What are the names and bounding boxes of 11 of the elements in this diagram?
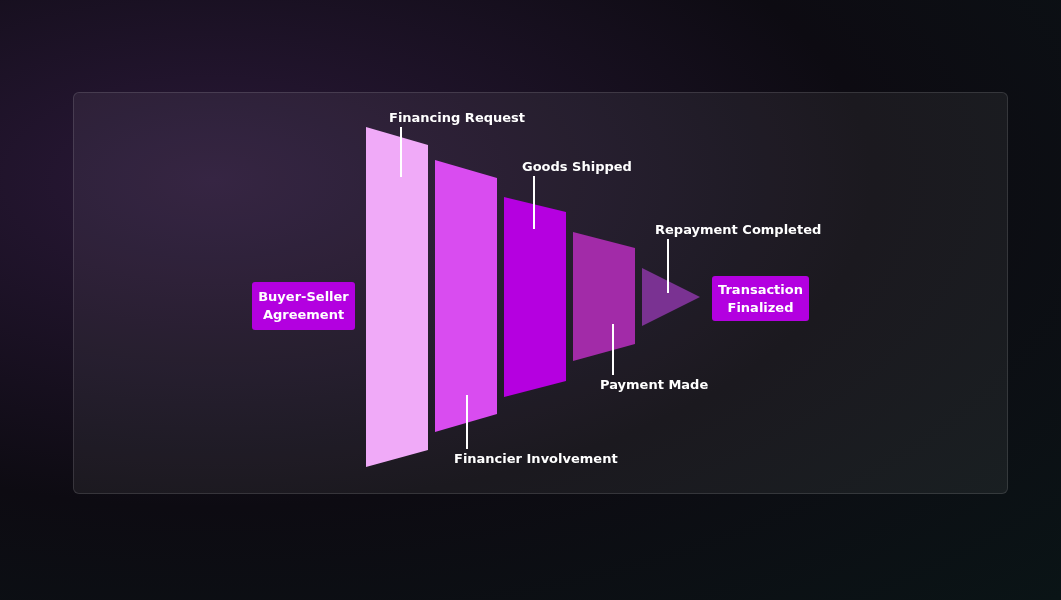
leader-line bbox=[533, 175, 535, 230]
stage-label: Goods Shipped bbox=[522, 159, 632, 174]
stage-label: Repayment Completed bbox=[655, 222, 822, 237]
stage-box: Transaction Finalized bbox=[712, 276, 809, 321]
leader-line bbox=[466, 394, 468, 450]
stage-label: Financier Involvement bbox=[454, 451, 618, 466]
stage-label: Payment Made bbox=[600, 377, 709, 392]
stage-box: Buyer-Seller Agreement bbox=[252, 282, 355, 330]
leader-line bbox=[612, 323, 614, 376]
leader-line bbox=[667, 238, 669, 294]
stage-label: Financing Request bbox=[389, 110, 526, 125]
